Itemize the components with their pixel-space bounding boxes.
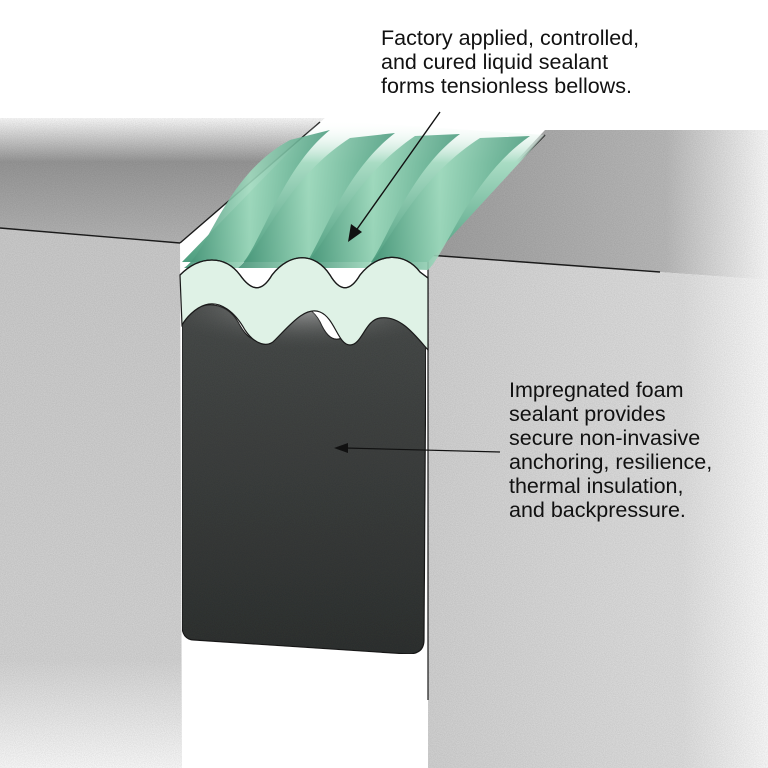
arrowhead-liquid-sealant bbox=[348, 224, 362, 242]
leader-liquid-sealant bbox=[354, 111, 441, 233]
left-slab bbox=[0, 118, 325, 768]
callout-foam-sealant: Impregnated foam sealant provides secure… bbox=[509, 378, 713, 522]
leader-arrows bbox=[334, 111, 501, 453]
callout-liquid-sealant: Factory applied, controlled, and cured l… bbox=[381, 26, 640, 98]
leader-foam-sealant bbox=[344, 447, 501, 453]
arrowhead-foam-sealant bbox=[334, 443, 348, 453]
liquid-sealant-bellows bbox=[182, 120, 545, 270]
left-slab-face bbox=[0, 228, 182, 768]
left-slab-top bbox=[0, 118, 325, 243]
foam-sealant-block bbox=[181, 304, 427, 655]
sealant-profile-top bbox=[179, 256, 429, 289]
right-slab-edge bbox=[427, 254, 661, 273]
left-slab-edge bbox=[0, 227, 181, 244]
right-slab-face bbox=[428, 255, 768, 768]
sealant-profile bbox=[179, 256, 429, 352]
